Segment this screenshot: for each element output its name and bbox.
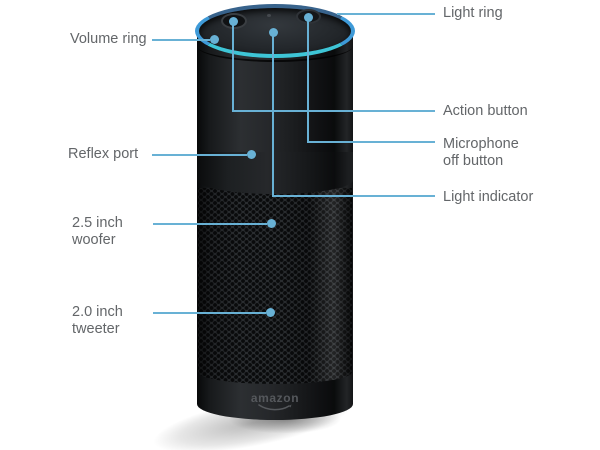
line-microphone-off	[307, 141, 435, 143]
amazon-logo-text: amazon	[250, 391, 300, 405]
line-light-ring	[337, 13, 435, 15]
line-light-indicator	[272, 195, 435, 197]
line-action-button	[232, 110, 435, 112]
amazon-logo: amazon	[197, 391, 353, 413]
line-volume-ring	[152, 39, 210, 41]
speaker-grille	[198, 188, 352, 384]
label-light-indicator: Light indicator	[443, 189, 534, 205]
dot-woofer	[267, 219, 276, 228]
body-upper-section	[197, 152, 353, 194]
dot-reflex-port	[247, 150, 256, 159]
light-ring	[195, 4, 355, 58]
line-woofer	[153, 223, 267, 225]
label-tweeter: 2.0 inch tweeter	[72, 304, 123, 337]
line-reflex-port	[152, 154, 247, 156]
dot-volume-ring	[210, 35, 219, 44]
microphone-hole	[267, 14, 271, 17]
label-light-ring: Light ring	[443, 5, 503, 21]
dot-action-button	[229, 17, 238, 26]
label-microphone-off: Microphone off button	[443, 136, 519, 169]
label-reflex-port: Reflex port	[68, 146, 139, 162]
dot-microphone-off	[304, 13, 313, 22]
label-woofer: 2.5 inch woofer	[72, 215, 123, 248]
line-tweeter	[153, 312, 266, 314]
dot-tweeter	[266, 308, 275, 317]
vline-action-button	[232, 24, 234, 111]
label-volume-ring: Volume ring	[70, 31, 147, 47]
label-action-button: Action button	[443, 103, 528, 119]
volume-ring-seam	[197, 30, 353, 62]
vline-light-indicator	[272, 35, 274, 196]
dot-light-indicator	[269, 28, 278, 37]
amazon-smile-icon	[258, 404, 292, 411]
vline-microphone-off	[307, 20, 309, 142]
